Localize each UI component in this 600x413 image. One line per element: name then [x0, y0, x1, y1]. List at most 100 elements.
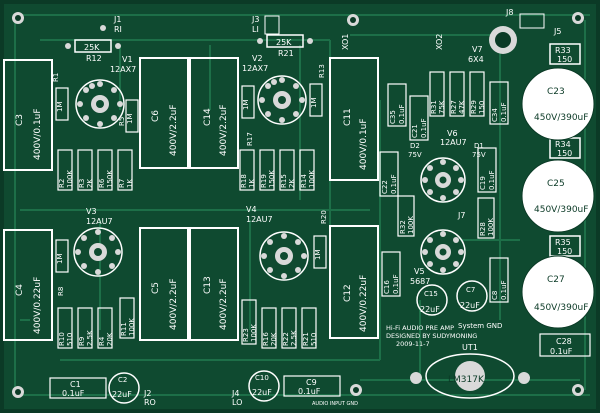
film-caps: C3 400V/0.1uF C6 400V/2.2uF C14 400V/2.2… — [3, 57, 379, 341]
r7-ref: R7 — [118, 179, 126, 188]
r32-value: 100K — [407, 216, 415, 234]
d2-value: 75V — [408, 151, 422, 159]
c10-value: 22uF — [252, 388, 272, 397]
c2-ref: C2 — [118, 376, 127, 384]
r4-value: 20K — [106, 332, 114, 346]
c1-value: 0.1uF — [62, 389, 85, 398]
tube-type-v4: 12AU7 — [246, 215, 273, 224]
c22-ref: C22 — [381, 180, 389, 194]
c2-value: 22uF — [112, 390, 132, 399]
cap-ref-c4: C4 — [15, 284, 25, 296]
r23-ref: R23 — [242, 328, 250, 342]
r27-value: 47K — [458, 100, 466, 114]
j1-ref: J1 — [113, 15, 121, 24]
title-block: Hi-Fi AUDIO PRE AMP DESIGNED BY SUDYMONI… — [312, 322, 502, 407]
c8-ref: C8 — [491, 291, 499, 300]
r21b-value: 510 — [310, 333, 318, 346]
small-caps: C35 0.1uF C21 0.1uF C34 0.1uF C22 0.1uF … — [49, 81, 591, 399]
tube-ref-v4: V4 — [246, 205, 257, 214]
r16-ref: R16 — [262, 332, 270, 346]
r29-value: 150 — [478, 101, 486, 114]
r2-value: 100K — [66, 170, 74, 188]
tube-ref-v7: V7 — [472, 45, 483, 54]
title-line-1: Hi-Fi AUDIO PRE AMP — [386, 324, 454, 332]
r35-ref: R35 — [555, 238, 571, 247]
r33-value: 150 — [557, 55, 572, 64]
r21b-ref: R21 — [302, 332, 310, 346]
r19-ref: R19 — [260, 174, 268, 188]
r23-value: 100K — [250, 324, 258, 342]
r32-ref: R32 — [399, 220, 407, 234]
mounting-holes — [12, 12, 584, 398]
j5-ref: J5 — [553, 27, 561, 36]
j3-ref: J3 — [251, 15, 259, 24]
r17-value: 1M — [242, 100, 250, 111]
tube-ref-v1: V1 — [122, 55, 133, 64]
r13-value: 1M — [310, 98, 318, 109]
r3-value: 2K — [86, 179, 94, 188]
c16-ref: C16 — [383, 280, 391, 294]
cap-value-c12: 400V/0.22uF — [359, 275, 369, 332]
r22-value: 2.5K — [290, 330, 298, 346]
r27-ref: R27 — [450, 100, 458, 114]
c35-value: 0.1uF — [398, 104, 406, 124]
cap-value-c13: 400V/2.2uF — [219, 278, 229, 330]
tube-type-v5: 5687 — [410, 277, 430, 286]
r14-value: 100K — [308, 170, 316, 188]
c23-ref: C23 — [547, 87, 565, 97]
c21-value: 0.1uF — [420, 118, 428, 138]
audio-input-gnd-label: AUDIO INPUT GND — [312, 401, 358, 407]
r9-value: 2.5K — [86, 330, 94, 346]
c15-ref: C15 — [424, 290, 438, 298]
regulator: LM317K UT1 — [410, 343, 530, 399]
cap-value-c5: 400V/2.2uF — [169, 278, 179, 330]
c27-ref: C27 — [547, 275, 565, 285]
tube-type-v7: 6X4 — [468, 55, 484, 64]
zener-diodes: D2 75V D1 75V — [408, 142, 486, 159]
r11-ref: R11 — [120, 322, 128, 336]
1m-resistors: 1M R1 1M R5 1M R8 1M R13 1M R17 1M R20 — [52, 64, 328, 296]
tube-sockets: V1 12AX7 V2 12AX7 V3 12AU7 V4 1 — [73, 26, 517, 286]
connectors: J1 RI J3 LI J2 RO J4 LO J5 J8 J7 — [100, 8, 561, 407]
r16-value: 20K — [270, 332, 278, 346]
top-resistors: 25K R12 25K R21 R33 150 R34 150 R35 150 — [65, 34, 581, 257]
regulator-ref: UT1 — [462, 343, 478, 352]
r11-value: 100K — [128, 318, 136, 336]
r18-ref: R18 — [240, 174, 248, 188]
regulator-part: LM317K — [448, 375, 485, 385]
r31-value: 75K — [438, 100, 446, 114]
d1-value: 75V — [472, 151, 486, 159]
tube-ref-v5: V5 — [414, 267, 425, 276]
c9-value: 0.1uF — [298, 387, 321, 396]
r5-value: 1M — [126, 114, 134, 125]
c25-value: 450V/390uF — [534, 205, 588, 215]
r28-value: 100K — [487, 218, 495, 236]
tube-ref-v3: V3 — [86, 207, 97, 216]
r1-value: 1M — [56, 102, 64, 113]
cap-ref-c12: C12 — [343, 284, 353, 302]
j7-ref: J7 — [457, 211, 465, 220]
r12-ref: R12 — [86, 54, 102, 63]
c10-ref: C10 — [255, 374, 269, 382]
cap-ref-c14: C14 — [203, 108, 213, 126]
c7-ref: C7 — [466, 286, 475, 294]
d1-ref: D1 — [474, 142, 484, 150]
r15-ref: R15 — [280, 174, 288, 188]
title-line-2: DESIGNED BY SUDYMONING — [386, 332, 477, 340]
r22-ref: R22 — [282, 332, 290, 346]
cap-value-c11: 400V/0.1uF — [359, 118, 369, 170]
cap-value-c6: 400V/2.2uF — [169, 104, 179, 156]
r20-value: 1M — [314, 250, 322, 261]
title-line-3: 2009-11-7 — [396, 340, 430, 348]
j1-label: RI — [114, 25, 122, 34]
xo1-label: XO1 — [341, 34, 350, 50]
c35-ref: C35 — [389, 110, 397, 124]
xo2-label: XO2 — [435, 34, 444, 50]
r6-ref: R6 — [98, 178, 106, 188]
r3-ref: R3 — [78, 179, 86, 188]
c19-ref: C19 — [479, 176, 487, 190]
tube-type-v6: 12AU7 — [440, 138, 467, 147]
cap-ref-c3: C3 — [15, 114, 25, 126]
c25-ref: C25 — [547, 179, 565, 189]
cap-value-c3: 400V/0.1uF — [33, 108, 43, 160]
